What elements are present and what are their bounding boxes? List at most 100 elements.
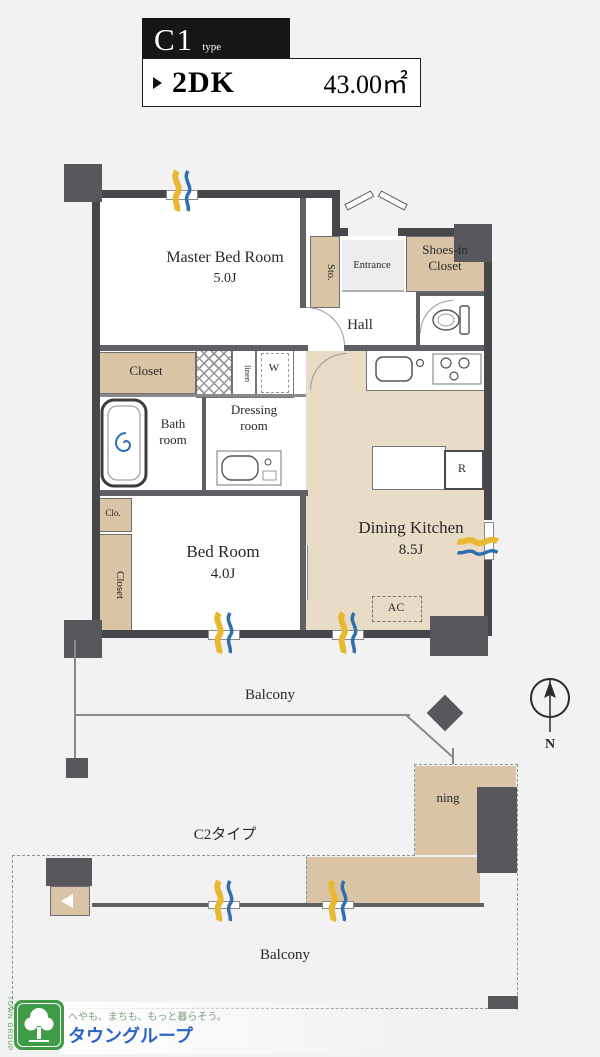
room-label-storage: Sto. [325, 263, 336, 281]
window-vent-icon [324, 878, 350, 929]
room-label-clo: Clo. [105, 508, 121, 518]
room-name: Bed Room [186, 542, 260, 561]
arrow-icon [153, 76, 162, 89]
room-label-hall: Hall [347, 317, 373, 333]
entrance-step-line [342, 290, 404, 292]
entrance-door-leaf [344, 190, 375, 211]
wall [484, 262, 492, 520]
pillar [430, 616, 488, 656]
room-size: 8.5J [398, 541, 424, 558]
c2-closet-box [50, 886, 90, 916]
fridge-box [444, 450, 484, 490]
room-name: Closet [428, 257, 462, 273]
entrance-door-leaf [377, 190, 408, 211]
wall [300, 496, 306, 632]
bathtub-spiral-icon [100, 398, 148, 493]
c2-outline [517, 764, 518, 1010]
pillar [66, 758, 88, 778]
room-label-bath: Bath room [146, 416, 200, 448]
layout-label: 2DK [172, 65, 235, 99]
pillar [46, 858, 92, 886]
pillar [64, 164, 102, 202]
hatched-pillar [196, 348, 232, 398]
pillar [477, 787, 517, 873]
linen-box [232, 348, 256, 398]
fridge-label: R [457, 461, 466, 475]
storage-box [310, 236, 340, 308]
wall [484, 560, 492, 636]
town-group-logo [14, 1000, 64, 1050]
room-name: Shoes-in [422, 242, 468, 257]
plan-summary-box: 2DK 43.00㎡ [142, 58, 421, 107]
balcony-rail [452, 748, 454, 764]
room-label-bed: Bed Room 4.0J [158, 542, 288, 583]
c2-outline [306, 856, 307, 904]
room-label-linen: linen [243, 364, 253, 382]
wall [96, 190, 338, 198]
room-name: Bath [160, 416, 186, 431]
c2-outline [414, 764, 415, 856]
room-label-dressing: Dressing room [208, 402, 300, 434]
window-sill [208, 901, 240, 909]
stove-icon [432, 353, 482, 390]
room-name: Dressing [230, 402, 278, 417]
c2-outline [12, 855, 13, 1009]
c2-room-label: ning [436, 790, 460, 805]
ac-box [372, 596, 422, 622]
balcony-rail [74, 640, 76, 762]
wall [96, 345, 308, 351]
washer-pan-icon [261, 353, 289, 393]
compass-icon [528, 674, 572, 741]
footer-brand: タウングループ [68, 1026, 193, 1046]
c2-outline [12, 855, 415, 856]
tree-logo-icon [24, 1008, 54, 1042]
sink-icon [370, 353, 428, 390]
wall [398, 228, 460, 236]
c2-outline [414, 764, 518, 765]
area-label: 43.00㎡ [323, 70, 408, 99]
window-sill [208, 630, 240, 640]
c2-balcony-label: Balcony [260, 947, 310, 963]
footer-band [60, 1002, 400, 1054]
wall [96, 394, 306, 397]
wall [96, 630, 432, 638]
entrance-floor [342, 240, 404, 292]
pillar [454, 224, 492, 262]
washbasin-icon [216, 450, 282, 491]
wall [336, 228, 348, 236]
balcony-rail [74, 714, 410, 716]
c2-type-label: C2タイプ [193, 827, 257, 843]
pillar [426, 694, 464, 732]
room-label-closet-top: Closet [129, 363, 163, 378]
wall [92, 903, 484, 907]
room-label-shoes-closet: Shoes-in Closet [404, 242, 486, 274]
wall [202, 397, 206, 492]
wall [332, 190, 340, 236]
room-name: room [159, 431, 187, 447]
room-label-entrance: Entrance [353, 260, 391, 271]
wall [344, 345, 484, 351]
room-label-washer: W [268, 362, 280, 374]
room-size: 4.0J [210, 565, 236, 582]
room-label-master-bed: Master Bed Room 5.0J [165, 248, 285, 287]
footer-slogan: へやも、まちも、もっと暮らそう。 [68, 1012, 227, 1023]
room-name: Master Bed Room [166, 249, 284, 266]
room-name: Dining Kitchen [358, 518, 464, 537]
dk-table [372, 446, 446, 490]
logo-edge-text: TOWN GROUP [6, 996, 13, 1052]
balcony-label: Balcony [245, 687, 295, 703]
plan-type-badge: C1 type [142, 18, 290, 62]
window-sill [332, 630, 364, 640]
window-vent-icon [334, 610, 360, 661]
room-label-dining-kitchen: Dining Kitchen 8.5J [336, 518, 486, 559]
window-vent-icon [168, 168, 194, 219]
wall [416, 296, 420, 345]
washer-box [256, 348, 294, 398]
wall [96, 490, 308, 496]
window-vent-icon [210, 878, 236, 929]
room-label-closet-left: Closet [114, 570, 126, 600]
room-size: 5.0J [213, 270, 237, 286]
compass-north-label: N [544, 737, 556, 752]
door-arrow-icon [61, 894, 73, 908]
logo-frame [17, 1003, 61, 1047]
